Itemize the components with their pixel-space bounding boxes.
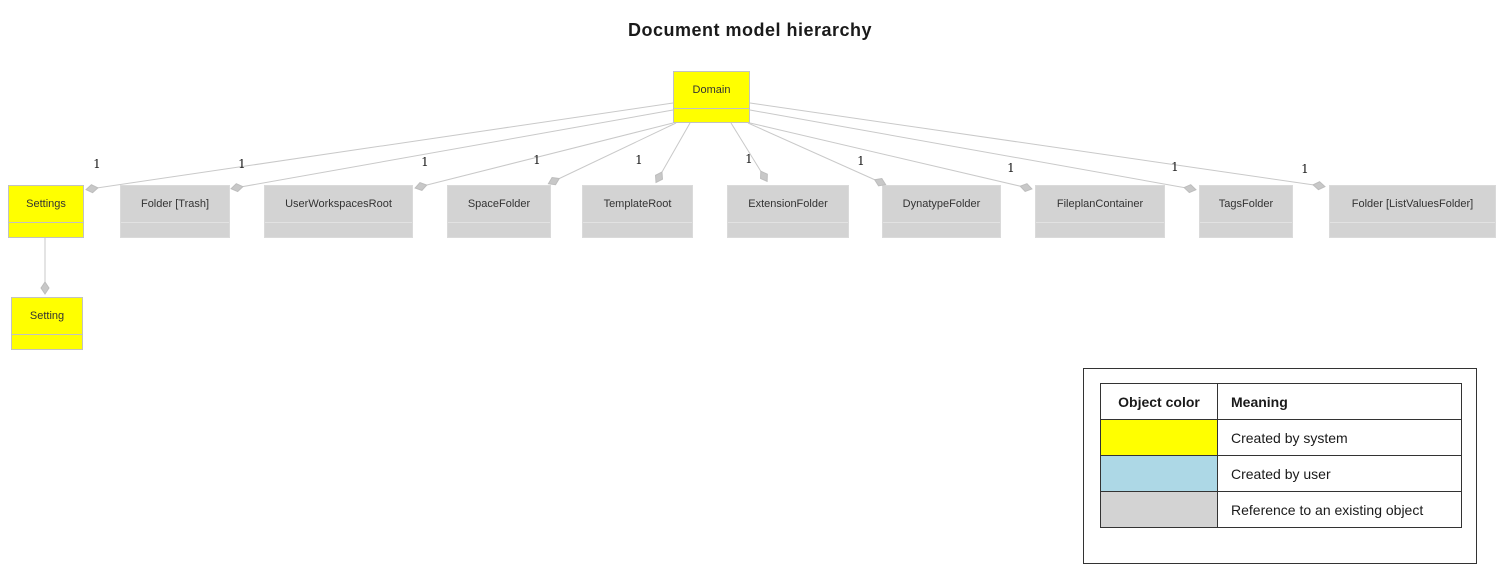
node-setting: Setting (11, 297, 83, 350)
node-label-templateroot: TemplateRoot (583, 186, 692, 223)
multiplicity-label-9: 1 (1301, 162, 1309, 176)
node-body-fileplancontainer (1036, 223, 1164, 237)
node-extensionfolder: ExtensionFolder (727, 185, 849, 238)
edge-0 (85, 102, 674, 194)
legend-row-1: Created by user (1100, 455, 1462, 492)
node-label-settings: Settings (9, 186, 83, 223)
node-label-folder-trash: Folder [Trash] (121, 186, 229, 223)
node-body-templateroot (583, 223, 692, 237)
node-body-spacefolder (448, 223, 550, 237)
edge-1 (230, 109, 674, 193)
multiplicity-label-3: 1 (533, 153, 541, 167)
legend-swatch-2 (1100, 491, 1218, 528)
node-dynatypefolder: DynatypeFolder (882, 185, 1001, 238)
legend-header-row: Object color Meaning (1100, 383, 1462, 420)
node-body-tagsfolder (1200, 223, 1292, 237)
node-label-dynatypefolder: DynatypeFolder (883, 186, 1000, 223)
node-label-fileplancontainer: FileplanContainer (1036, 186, 1164, 223)
node-body-setting (12, 335, 82, 349)
diagram-title: Document model hierarchy (627, 20, 873, 40)
node-body-dynatypefolder (883, 223, 1000, 237)
legend-row-0: Created by system (1100, 419, 1462, 456)
node-body-extensionfolder (728, 223, 848, 237)
node-settings: Settings (8, 185, 84, 238)
legend-meaning-1: Created by user (1217, 455, 1462, 492)
node-templateroot: TemplateRoot (582, 185, 693, 238)
node-body-folder-listvaluesfolder (1330, 223, 1495, 237)
node-label-userworkspacesroot: UserWorkspacesRoot (265, 186, 412, 223)
legend-meaning-2: Reference to an existing object (1217, 491, 1462, 528)
node-label-domain: Domain (674, 72, 749, 109)
node-label-spacefolder: SpaceFolder (448, 186, 550, 223)
multiplicity-label-4: 1 (635, 153, 643, 167)
node-body-settings (9, 223, 83, 237)
legend-header-meaning: Meaning (1217, 383, 1462, 420)
multiplicity-label-6: 1 (857, 154, 865, 168)
node-label-extensionfolder: ExtensionFolder (728, 186, 848, 223)
node-folder-listvaluesfolder: Folder [ListValuesFolder] (1329, 185, 1496, 238)
node-folder-trash: Folder [Trash] (120, 185, 230, 238)
multiplicity-label-1: 1 (238, 157, 246, 171)
edge-4 (654, 122, 691, 184)
node-userworkspacesroot: UserWorkspacesRoot (264, 185, 413, 238)
legend-meaning-0: Created by system (1217, 419, 1462, 456)
node-fileplancontainer: FileplanContainer (1035, 185, 1165, 238)
node-label-setting: Setting (12, 298, 82, 335)
multiplicity-label-5: 1 (745, 152, 753, 166)
edge-7 (749, 122, 1033, 193)
node-body-folder-trash (121, 223, 229, 237)
node-body-userworkspacesroot (265, 223, 412, 237)
node-domain: Domain (673, 71, 750, 123)
node-label-folder-listvaluesfolder: Folder [ListValuesFolder] (1330, 186, 1495, 223)
multiplicity-label-2: 1 (421, 155, 429, 169)
legend-header-object-color: Object color (1100, 383, 1218, 420)
multiplicity-label-0: 1 (93, 157, 101, 171)
node-tagsfolder: TagsFolder (1199, 185, 1293, 238)
legend-swatch-0 (1100, 419, 1218, 456)
multiplicity-label-7: 1 (1007, 161, 1015, 175)
multiplicity-label-8: 1 (1171, 160, 1179, 174)
edge-9 (749, 102, 1326, 191)
edge-2 (414, 122, 674, 191)
legend-row-2: Reference to an existing object (1100, 491, 1462, 528)
legend-swatch-1 (1100, 455, 1218, 492)
edge-3 (547, 122, 677, 186)
edge-6 (747, 122, 887, 187)
edge-5 (730, 122, 768, 183)
node-label-tagsfolder: TagsFolder (1200, 186, 1292, 223)
node-spacefolder: SpaceFolder (447, 185, 551, 238)
node-body-domain (674, 109, 749, 122)
edge-8 (749, 109, 1197, 194)
